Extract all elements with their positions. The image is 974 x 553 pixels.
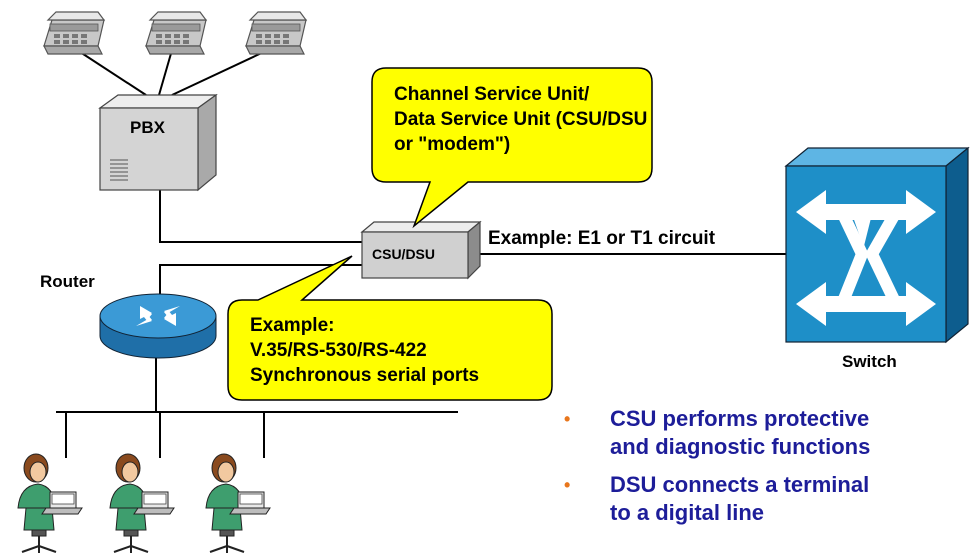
serial-ports-callout-text: Example: V.35/RS-530/RS-422 Synchronous …: [250, 315, 480, 386]
router-label: Router: [40, 272, 95, 291]
telephone-icon: [245, 11, 307, 55]
user-workstation-icon: [109, 453, 175, 553]
csu-dsu-callout-text: Channel Service Unit/ Data Service Unit …: [394, 84, 648, 155]
router-icon: [99, 293, 217, 359]
csu-dsu-icon: [360, 220, 482, 280]
connection-lines: [56, 49, 786, 458]
circuit-label: Example: E1 or T1 circuit: [488, 228, 716, 249]
csu-dsu-callout: [371, 67, 653, 229]
user-workstation-icon: [205, 453, 271, 553]
bullet-text: CSU performs protective and diagnostic f…: [610, 406, 871, 459]
bullet-text: DSU connects a terminal to a digital lin…: [610, 472, 870, 525]
csu-dsu-box-label: CSU/DSU: [372, 246, 436, 262]
bullet-marker: •: [564, 475, 571, 495]
serial-ports-callout: [227, 255, 553, 401]
telephone-icon: [43, 11, 105, 55]
switch-icon: [784, 146, 970, 344]
bullet-marker: •: [564, 409, 571, 429]
bullet-item: • CSU performs protective and diagnostic…: [564, 405, 871, 461]
telephone-icon: [145, 11, 207, 55]
bullet-item: • DSU connects a terminal to a digital l…: [564, 471, 870, 527]
pbx-icon: [98, 93, 218, 192]
user-workstation-icon: [17, 453, 83, 553]
pbx-label: PBX: [130, 118, 165, 137]
switch-label: Switch: [842, 352, 897, 371]
bullet-list: • CSU performs protective and diagnostic…: [564, 405, 871, 537]
